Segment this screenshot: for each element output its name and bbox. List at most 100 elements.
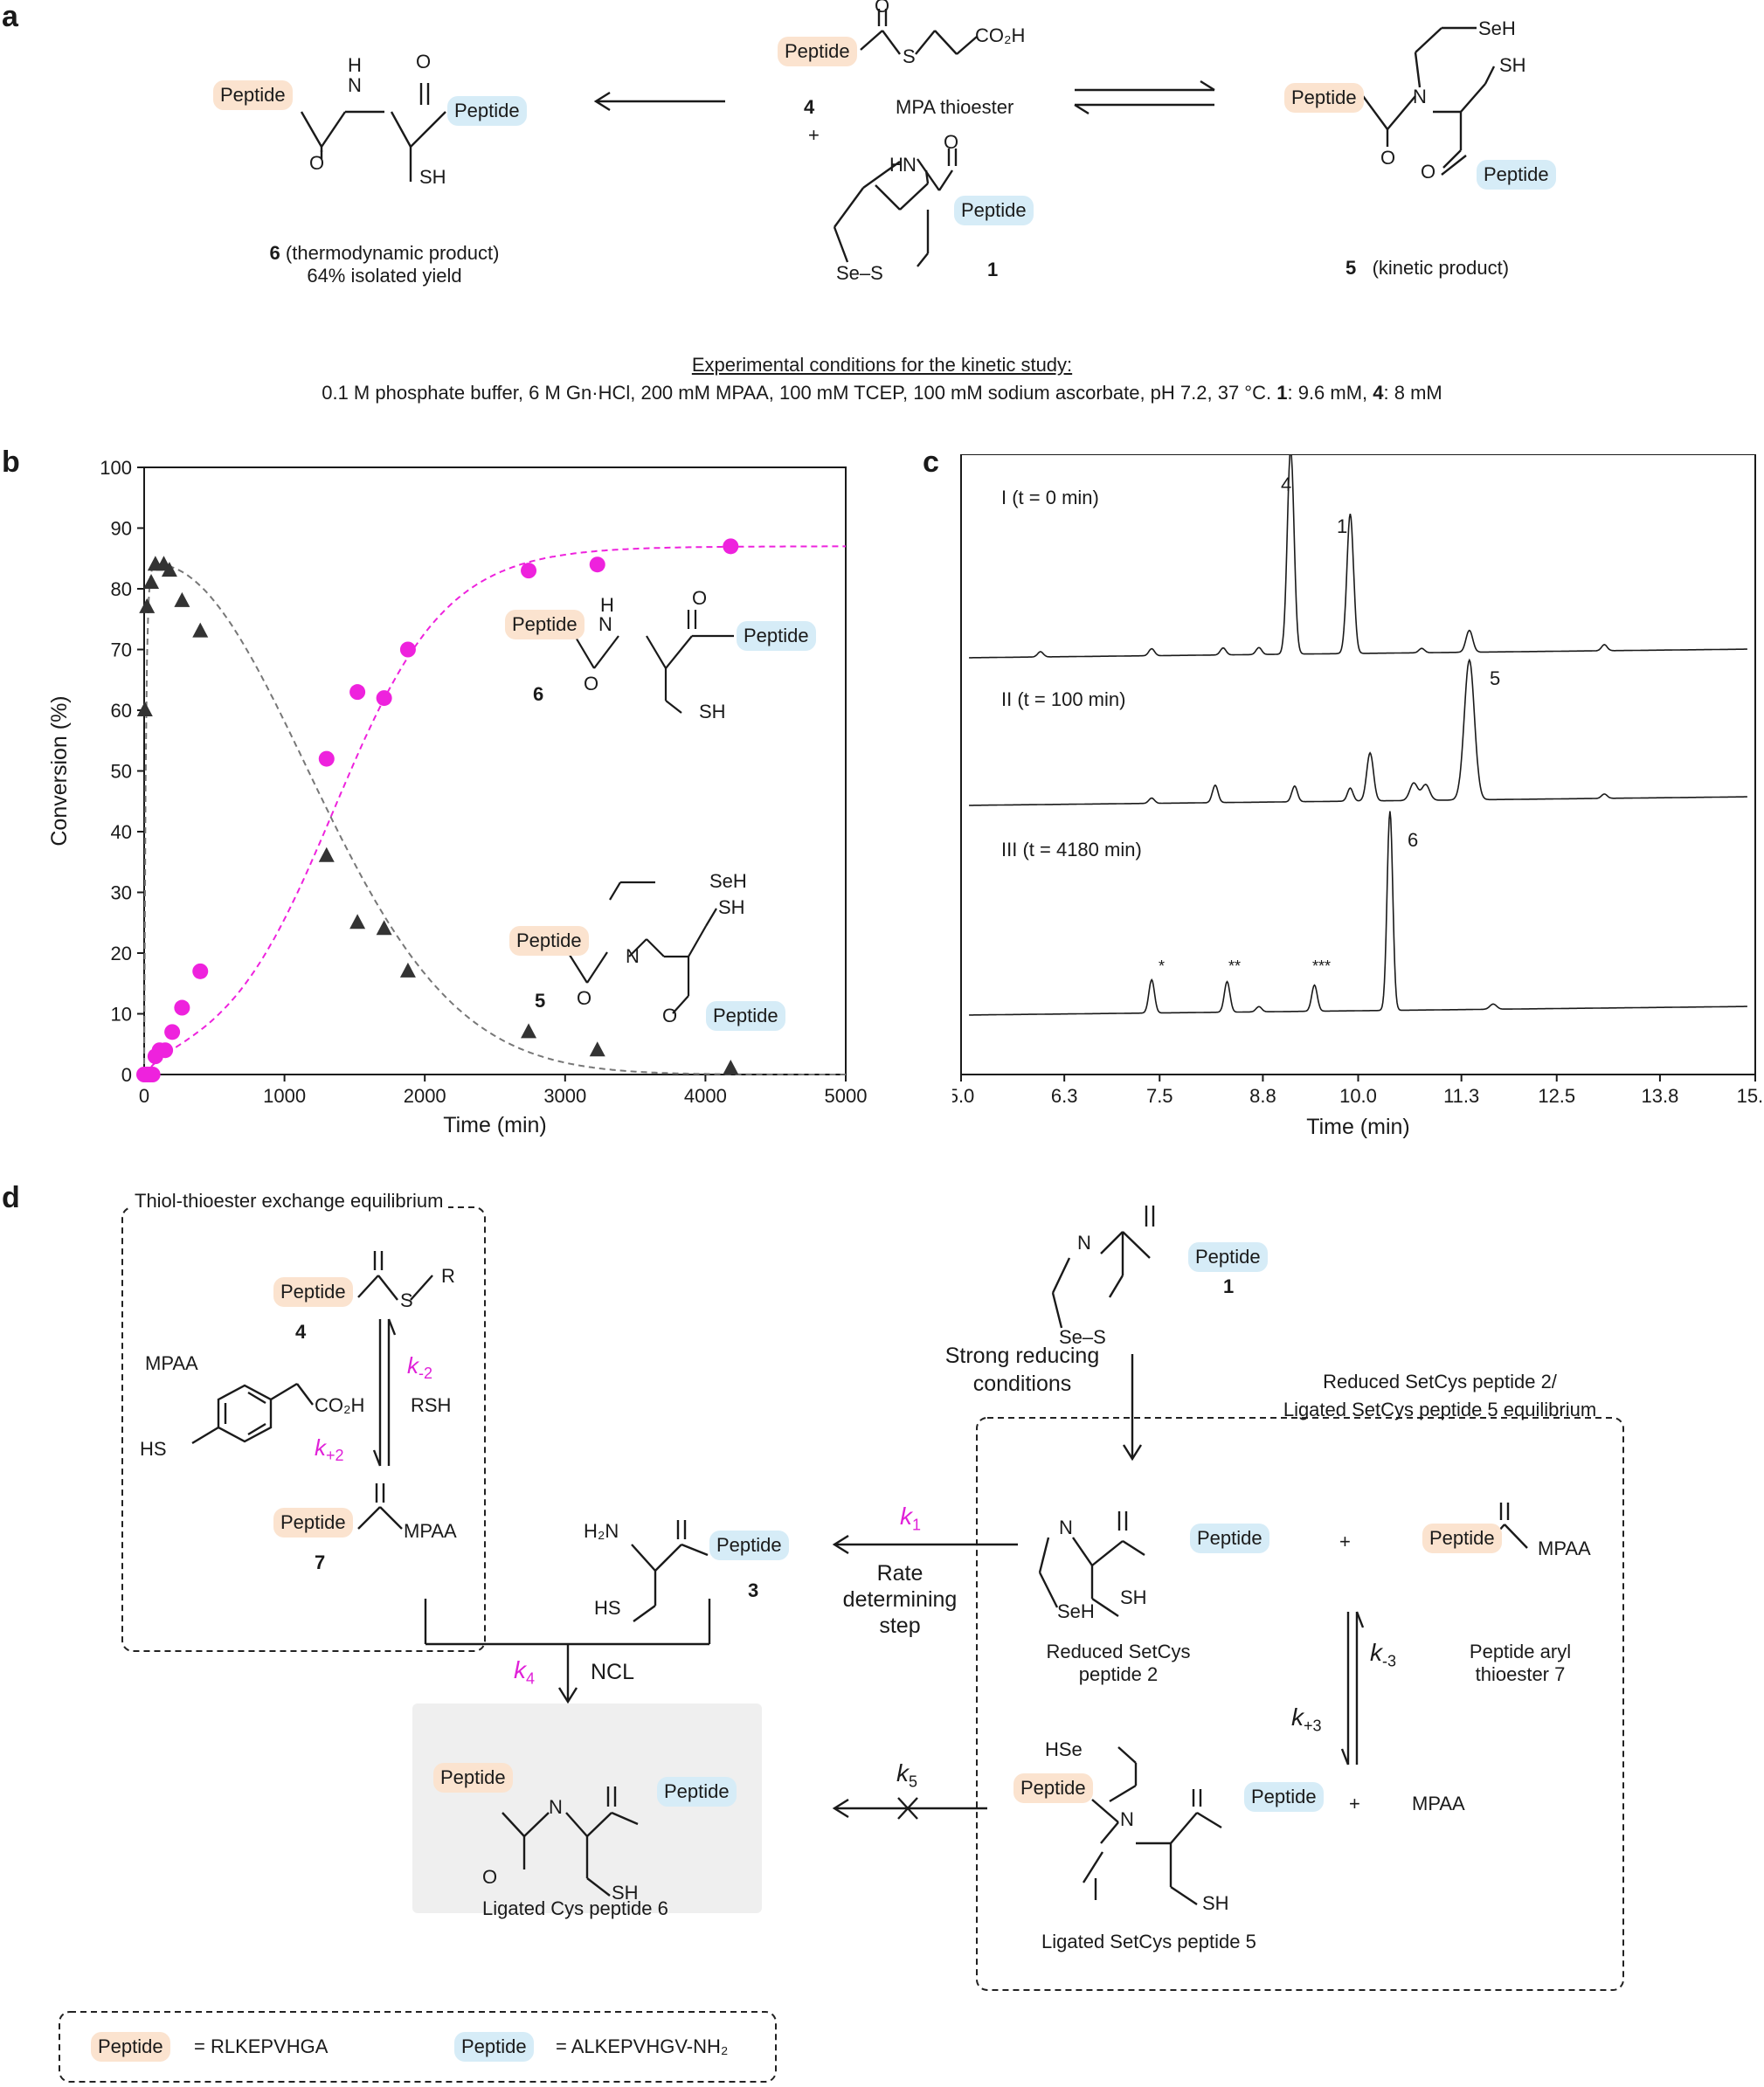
- atom-n: N: [1413, 86, 1427, 107]
- panel-a-structures: [300, 9, 1496, 267]
- peak-label-1: 1: [1337, 515, 1348, 537]
- mpaa-label: MPAA: [145, 1352, 198, 1374]
- bond-line: [672, 995, 689, 1014]
- panel-d-scheme: [59, 1206, 1624, 2083]
- peak-label-4: 4: [1281, 473, 1292, 495]
- atom-o: O: [875, 0, 890, 17]
- data-point-product-5: [143, 574, 160, 590]
- x-axis-label: Time (min): [443, 1113, 547, 1137]
- peptide-tag-orange: Peptide: [433, 1763, 513, 1793]
- peptide-tag-orange: Peptide: [1013, 1773, 1093, 1803]
- chromatogram-trace-2: [969, 658, 1747, 806]
- cmpd1-number: 1: [987, 259, 999, 280]
- data-point-product-5: [318, 847, 335, 862]
- panel-a: Peptide N H O O SH Peptide 6 (thermodyna…: [0, 0, 1764, 404]
- peptide-tag-blue: Peptide: [1244, 1782, 1324, 1812]
- atom-label: SeH: [709, 870, 747, 892]
- data-point-product-5: [349, 914, 366, 929]
- x-tick-label: 2000: [404, 1085, 446, 1107]
- bond-line: [665, 635, 693, 669]
- peptide-tag-orange: Peptide: [213, 80, 293, 110]
- y-tick-label: 60: [111, 700, 132, 722]
- legend-tag-blue: Peptide: [454, 2032, 534, 2062]
- atom-h: H: [889, 154, 903, 176]
- cmpd4-number: 4: [804, 96, 815, 118]
- x-tick-label: 7.5: [1146, 1085, 1173, 1107]
- cmpd3-number: 3: [748, 1579, 759, 1601]
- equilibrium-box-title: Thiol-thioester exchange equilibrium: [129, 1190, 449, 1213]
- impurity-star-3: ***: [1312, 957, 1332, 975]
- y-tick-label: 30: [111, 882, 132, 904]
- x-tick-label: 13.8: [1642, 1085, 1679, 1107]
- atom-nh-n: N: [348, 74, 362, 96]
- atom-label: SH: [699, 701, 726, 722]
- atom-co2h: CO₂H: [975, 24, 1026, 46]
- atom-n: N: [1120, 1808, 1134, 1830]
- panel-label-a: a: [2, 0, 18, 33]
- bond-line: [574, 635, 595, 669]
- atom-label: O: [577, 987, 591, 1009]
- atom-hs: HS: [140, 1438, 167, 1460]
- peptide-tag-blue: Peptide: [657, 1777, 737, 1807]
- bond-line: [665, 700, 682, 714]
- atom-sh: SH: [1202, 1892, 1229, 1914]
- atom-s: S: [400, 1289, 413, 1311]
- inset-cmpd5-number: 5: [535, 990, 546, 1012]
- data-point-product-6: [318, 750, 335, 767]
- data-point-product-6: [399, 641, 416, 658]
- atom-h2n: H₂N: [584, 1520, 619, 1542]
- atom-nh-h: H: [348, 54, 362, 76]
- y-tick-label: 80: [111, 578, 132, 600]
- atom-hs: HS: [594, 1597, 621, 1619]
- data-point-product-6: [521, 563, 537, 579]
- rate-k-plus2: k+2: [315, 1434, 344, 1465]
- atom-se-s: Se–S: [1059, 1326, 1106, 1348]
- atom-o: O: [309, 152, 325, 174]
- atom-n: N: [1059, 1517, 1073, 1538]
- peak-label-6: 6: [1408, 829, 1419, 851]
- data-point-product-5: [192, 622, 209, 638]
- atom-nh: N: [1077, 1232, 1091, 1254]
- ncl-label: NCL: [591, 1660, 635, 1684]
- legend-tag-orange: Peptide: [91, 2032, 170, 2062]
- atom-o: O: [416, 51, 432, 73]
- legend-orange-text: = RLKEPVHGA: [194, 2035, 329, 2057]
- conditions-title: Experimental conditions for the kinetic …: [691, 354, 1073, 376]
- x-tick-label: 4000: [684, 1085, 727, 1107]
- atom-label: H: [600, 594, 614, 616]
- data-point-product-5: [521, 1023, 537, 1039]
- x-tick-label: 10.0: [1339, 1085, 1377, 1107]
- atom-hse: HSe: [1045, 1738, 1083, 1760]
- y-tick-label: 50: [111, 761, 132, 783]
- data-point-product-6: [723, 538, 739, 555]
- panel-label-b: b: [2, 446, 20, 479]
- peptide-tag-orange: Peptide: [509, 926, 589, 956]
- chromatogram-trace-1: [969, 448, 1747, 659]
- bond-line: [586, 951, 608, 984]
- atom-n: N: [903, 154, 917, 176]
- panel-label-d: d: [2, 1181, 20, 1214]
- ligated-setcys-label: Ligated SetCys peptide 5: [1041, 1931, 1256, 1952]
- peptide-tag-blue: Peptide: [447, 96, 527, 126]
- data-point-product-5: [723, 1060, 739, 1075]
- conditions-text: 0.1 M phosphate buffer, 6 M Gn·HCl, 200 …: [322, 382, 1442, 404]
- atom-se-s: Se–S: [836, 262, 883, 284]
- x-tick-label: 0: [139, 1085, 149, 1107]
- cmpd7-number: 7: [315, 1551, 326, 1573]
- plus-sign: +: [808, 124, 820, 146]
- x-tick-label: 3000: [543, 1085, 586, 1107]
- rate-k-minus3: k-3: [1370, 1639, 1397, 1670]
- y-tick-label: 20: [111, 943, 132, 964]
- atom-o: O: [944, 131, 959, 153]
- inset-structures: [567, 610, 734, 1014]
- atom-o: O: [1421, 161, 1436, 183]
- bond-line: [609, 881, 621, 901]
- data-point-product-6: [157, 1042, 174, 1059]
- mpaa-group: MPAA: [1538, 1538, 1591, 1559]
- x-tick-label: 8.8: [1249, 1085, 1276, 1107]
